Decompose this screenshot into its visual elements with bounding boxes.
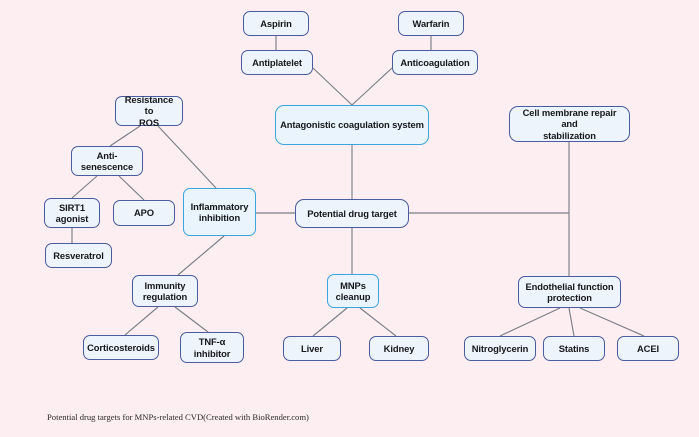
edge-endothelial-to-nitroglycerin: [499, 307, 561, 337]
node-cellmembrane[interactable]: Cell membrane repair and stabilization: [509, 106, 630, 142]
node-inflammatory[interactable]: Inflammatory inhibition: [183, 188, 256, 236]
edge-immunity-to-corticosteroids: [124, 306, 159, 336]
node-statins[interactable]: Statins: [543, 336, 605, 361]
edge-antisenescence-to-sirt1: [71, 175, 98, 199]
node-aspirin[interactable]: Aspirin: [243, 11, 309, 36]
footer-line-1: Potential drug targets for MNPs-related …: [47, 411, 309, 422]
node-resistance[interactable]: Resistance to ROS: [115, 94, 183, 128]
node-immunity[interactable]: Immunity regulation: [132, 275, 198, 307]
node-acei[interactable]: ACEI: [617, 336, 679, 361]
edge-antisenescence-to-apo: [118, 175, 145, 201]
node-antagonistic[interactable]: Antagonistic coagulation system: [275, 105, 429, 145]
node-potential[interactable]: Potential drug target: [295, 199, 409, 228]
edge-immunity-to-tnfa: [174, 306, 209, 333]
node-antisenescence[interactable]: Anti- senescence: [71, 146, 143, 176]
node-resveratrol[interactable]: Resveratrol: [45, 243, 112, 268]
node-warfarin[interactable]: Warfarin: [398, 11, 464, 36]
node-tnfa[interactable]: TNF-α inhibitor: [180, 332, 244, 363]
node-mnps[interactable]: MNPs cleanup: [327, 274, 379, 308]
node-kidney[interactable]: Kidney: [369, 336, 429, 361]
diagram-footer: Potential drug targets for MNPs-related …: [47, 389, 667, 437]
edge-endothelial-to-acei: [579, 307, 645, 337]
node-apo[interactable]: APO: [113, 200, 175, 226]
node-corticosteroids[interactable]: Corticosteroids: [83, 335, 159, 360]
edge-anticoagulation-to-antagonistic: [351, 67, 393, 106]
edge-endothelial-to-statins: [568, 307, 575, 337]
edge-mnps-to-kidney: [359, 307, 397, 337]
node-liver[interactable]: Liver: [283, 336, 341, 361]
node-anticoagulation[interactable]: Anticoagulation: [392, 50, 478, 75]
edge-resistance-to-inflammatory: [157, 125, 217, 189]
node-antiplatelet[interactable]: Antiplatelet: [241, 50, 313, 75]
node-sirt1[interactable]: SIRT1 agonist: [44, 198, 100, 228]
edge-inflammatory-to-immunity: [177, 235, 225, 276]
node-endothelial[interactable]: Endothelial function protection: [518, 276, 621, 308]
edge-mnps-to-liver: [312, 307, 348, 337]
edge-resistance-to-antisenescence: [109, 125, 141, 147]
node-nitroglycerin[interactable]: Nitroglycerin: [464, 336, 536, 361]
edge-antiplatelet-to-antagonistic: [312, 67, 353, 106]
